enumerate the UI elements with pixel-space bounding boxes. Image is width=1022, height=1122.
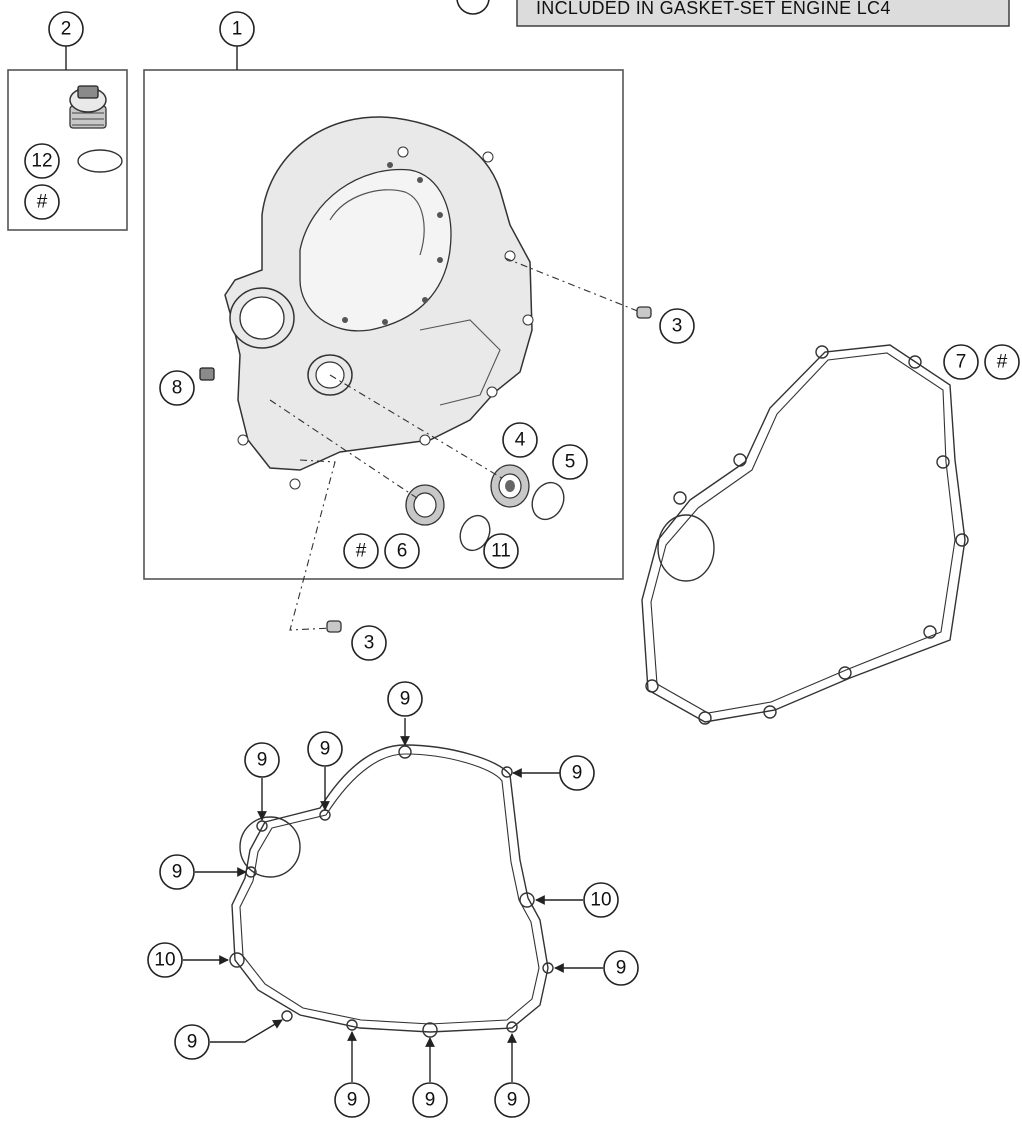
callout-4: 4: [502, 422, 538, 458]
svg-text:9: 9: [616, 958, 627, 979]
note-text: INCLUDED IN GASKET-SET ENGINE LC4: [536, 0, 891, 18]
callout-1: 1: [219, 11, 255, 47]
callout-3-bottom: 3: [351, 625, 387, 661]
clutch-cover-frame: [143, 69, 624, 580]
callout-9-right-low: 9: [603, 950, 639, 986]
callout-9-upper-mid: 9: [307, 731, 343, 767]
svg-text:3: 3: [672, 316, 683, 337]
clutch-cover-group: [143, 46, 652, 633]
callout-5: 5: [552, 444, 588, 480]
callout-8: 8: [159, 370, 195, 406]
svg-text:1: 1: [232, 19, 243, 40]
svg-text:7: 7: [956, 352, 967, 373]
svg-text:9: 9: [400, 689, 411, 710]
svg-text:11: 11: [491, 541, 511, 562]
svg-text:2: 2: [61, 19, 72, 40]
oil-plug-group: [7, 46, 128, 231]
gasket-set-note: INCLUDED IN GASKET-SET ENGINE LC4: [456, 0, 1010, 27]
callout-9-bottom-3: 9: [494, 1082, 530, 1118]
circlip-small-icon: [459, 514, 491, 552]
svg-text:9: 9: [172, 862, 183, 883]
callout-7: 7: [943, 344, 979, 380]
svg-text:4: 4: [515, 430, 526, 451]
callout-9-upper-left: 9: [244, 742, 280, 778]
svg-text:9: 9: [507, 1090, 518, 1111]
axis-line-screw-bottom: [289, 459, 336, 631]
note-box: [516, 0, 1010, 27]
cover-gasket-icon: [641, 344, 969, 725]
svg-text:#: #: [997, 352, 1008, 373]
screw-plug-icon: [199, 367, 215, 381]
oil-plug-frame: [7, 69, 128, 231]
svg-text:5: 5: [565, 452, 576, 473]
callout-6-hash: #: [343, 533, 379, 569]
axis-line-bearing: [329, 374, 506, 481]
gasket-leaders: [183, 718, 603, 1082]
callout-6: 6: [384, 533, 420, 569]
svg-text:12: 12: [31, 151, 52, 172]
svg-text:9: 9: [347, 1090, 358, 1111]
svg-text:9: 9: [425, 1090, 436, 1111]
svg-text:9: 9: [320, 739, 331, 760]
callout-2: 2: [48, 11, 84, 47]
svg-text:10: 10: [590, 890, 611, 911]
callout-9-bottom-2: 9: [412, 1082, 448, 1118]
svg-text:8: 8: [172, 378, 183, 399]
clutch-cover-icon: [224, 116, 534, 490]
svg-text:10: 10: [154, 950, 175, 971]
note-symbol-circle: [456, 0, 490, 15]
callout-9-bottom-left: 9: [174, 1024, 210, 1060]
circlip-icon: [531, 481, 565, 521]
callout-9-right-top: 9: [559, 755, 595, 791]
callout-3-right: 3: [659, 308, 695, 344]
bearing-icon: [490, 464, 530, 508]
shaft-seal-icon: [405, 484, 445, 526]
screw-icon: [326, 620, 342, 633]
oil-filler-plug-icon: [69, 85, 107, 129]
callout-10-left: 10: [147, 942, 183, 978]
svg-text:#: #: [356, 541, 367, 562]
callout-11: 11: [483, 533, 519, 569]
callout-9-top: 9: [387, 681, 423, 717]
svg-text:9: 9: [257, 750, 268, 771]
svg-text:#: #: [37, 192, 48, 213]
svg-text:9: 9: [572, 763, 583, 784]
axis-line-screw-right: [504, 257, 641, 313]
callout-10-right: 10: [583, 882, 619, 918]
screw-icon: [636, 306, 652, 319]
svg-text:9: 9: [187, 1032, 198, 1053]
gasket-detail: [229, 744, 554, 1038]
svg-text:6: 6: [397, 541, 408, 562]
svg-text:3: 3: [364, 633, 375, 654]
callout-9-left: 9: [159, 854, 195, 890]
axis-line-seal: [269, 399, 421, 501]
callout-12-hash: #: [24, 184, 60, 220]
o-ring-icon: [77, 149, 123, 173]
callout-12: 12: [24, 143, 60, 179]
callout-7-hash: #: [984, 344, 1020, 380]
callout-9-bottom-1: 9: [334, 1082, 370, 1118]
